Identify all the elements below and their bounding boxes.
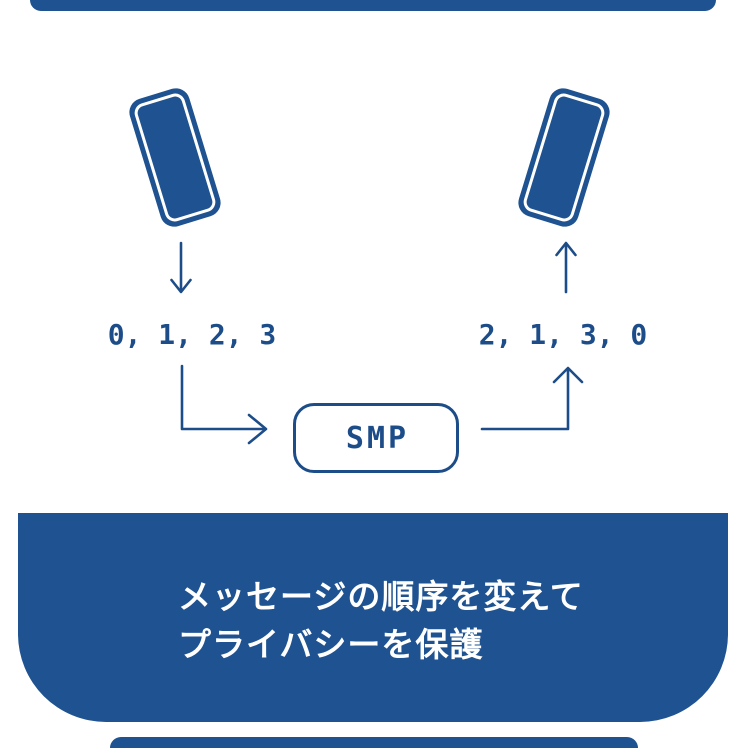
receiver-phone-icon [514,84,614,231]
caption-text: メッセージの順序を変えて プライバシーを保護 [178,573,584,669]
phone-screen-outline [521,91,607,224]
phone-screen-outline [132,91,218,224]
caption-line-1: メッセージの順序を変えて [178,578,584,615]
smp-processor-box: SMP [293,403,459,473]
previous-card-peek [30,0,716,11]
input-sequence-text: 0, 1, 2, 3 [107,318,277,351]
smp-label: SMP [345,420,410,456]
caption-line-2: プライバシーを保護 [178,626,484,663]
next-card-peek [110,737,638,748]
sender-phone-icon [125,84,225,231]
caption-band: メッセージの順序を変えて プライバシーを保護 [18,513,728,722]
output-sequence-text: 2, 1, 3, 0 [478,318,648,351]
info-card: 0, 1, 2, 3 2, 1, 3, 0 SMP メッセージの順序を変えて プ… [18,12,728,722]
